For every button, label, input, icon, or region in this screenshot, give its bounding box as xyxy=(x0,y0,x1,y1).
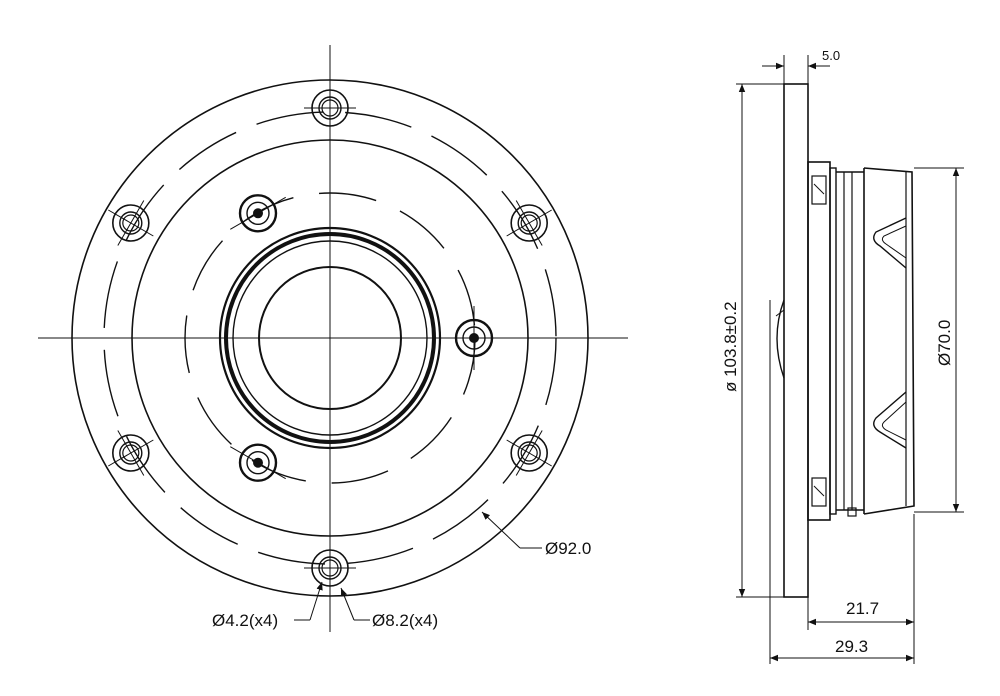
body-diameter-dimension: Ø70.0 xyxy=(914,167,964,513)
mount-hole xyxy=(506,430,552,476)
mount-hole xyxy=(108,200,154,246)
surround-outer-ring xyxy=(218,226,442,450)
overall-diameter-dimension: ø 103.8±0.2 xyxy=(721,83,784,598)
flange-pcd-circle xyxy=(103,111,557,565)
mount-hole xyxy=(506,200,552,246)
mount-hole xyxy=(304,82,356,134)
body-diameter-label: Ø70.0 xyxy=(935,320,954,366)
faceplate-screws xyxy=(230,194,494,482)
flange-diameter-callout: Ø92.0 xyxy=(481,511,591,558)
hole-callouts: Ø4.2(x4) Ø8.2(x4) xyxy=(212,581,438,630)
flange-plate xyxy=(783,83,809,598)
thickness-dimension: 5.0 xyxy=(762,48,840,84)
depth-overall-label: 29.3 xyxy=(835,637,868,656)
dome-circle xyxy=(258,266,402,410)
depth-dimensions: 21.7 29.3 xyxy=(769,300,915,664)
flange-diameter-label: Ø92.0 xyxy=(545,539,591,558)
faceplate-screw xyxy=(230,443,286,482)
overall-diameter-label: ø 103.8±0.2 xyxy=(721,301,740,392)
depth-inner-label: 21.7 xyxy=(846,599,879,618)
side-view: 5.0 ø 103.8±0.2 Ø70.0 21.7 29.3 xyxy=(721,48,964,664)
surround-inner-ring xyxy=(232,240,428,436)
counterbore-label: Ø8.2(x4) xyxy=(372,611,438,630)
mount-hole xyxy=(304,542,356,594)
mounting-holes xyxy=(108,82,552,594)
mount-hole xyxy=(108,430,154,476)
dome-profile xyxy=(776,299,785,379)
front-view: Ø92.0 Ø4.2(x4) Ø8.2(x4) xyxy=(38,45,628,632)
mount-hole-label: Ø4.2(x4) xyxy=(212,611,278,630)
surround-mid-ring xyxy=(224,232,436,444)
faceplate-circle xyxy=(131,139,529,537)
faceplate-screw xyxy=(454,306,494,370)
faceplate-screw xyxy=(230,194,286,233)
motor-body xyxy=(807,161,915,521)
thickness-label: 5.0 xyxy=(822,48,840,63)
flange-outer-circle xyxy=(71,79,589,597)
